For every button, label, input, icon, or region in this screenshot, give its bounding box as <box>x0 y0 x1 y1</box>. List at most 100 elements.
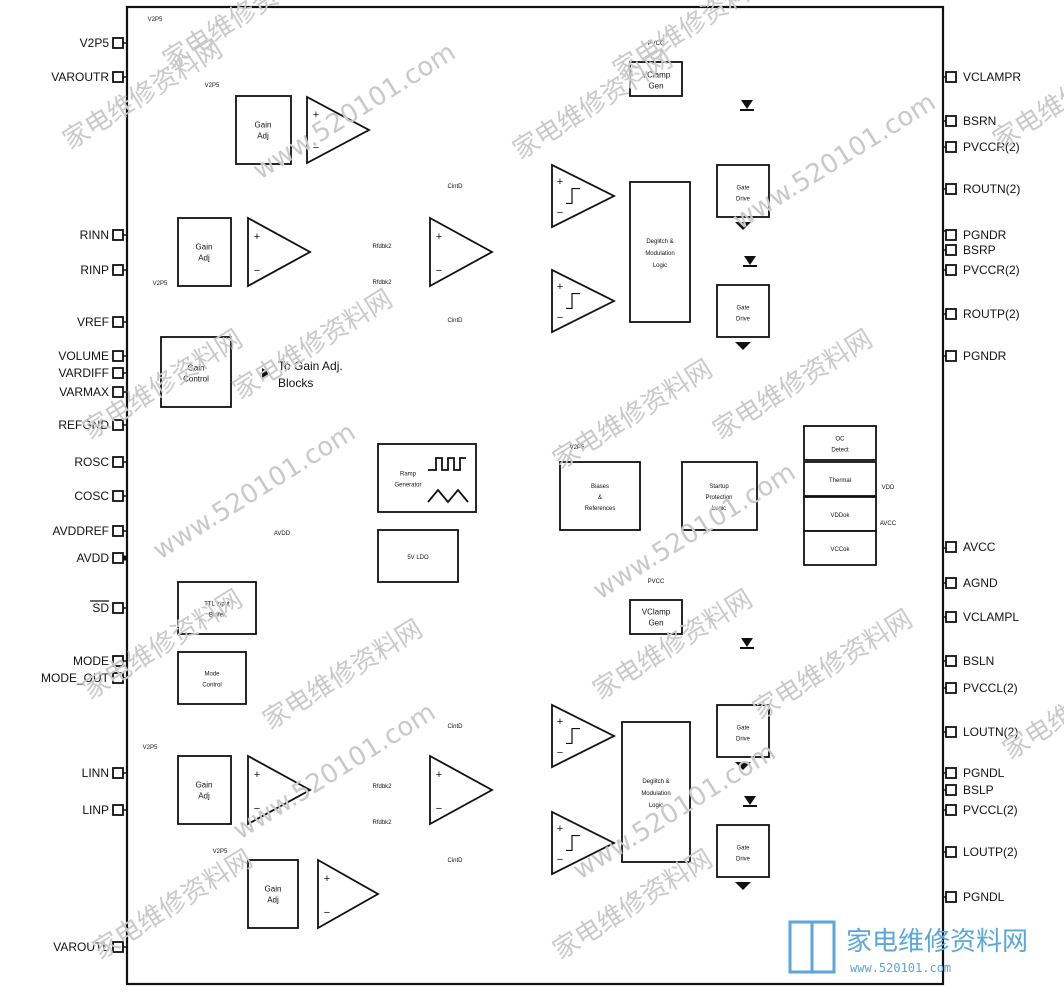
pin-vardiff <box>112 367 124 379</box>
pins: V2P5VAROUTRRINNRINPVREFVOLUMEVARDIFFVARM… <box>41 36 1021 954</box>
pin-linn <box>112 767 124 779</box>
pin-label-linp: LINP <box>82 803 109 817</box>
pin-right-label-9: AVCC <box>963 540 996 554</box>
comparator-l-top-hyst <box>566 727 580 745</box>
vdd-supply-label: VDD <box>882 485 895 491</box>
pin-label-rinn: RINN <box>80 228 109 242</box>
modulation-r-label: Logic <box>653 263 667 269</box>
vclamp-r-label: VClamp <box>642 71 671 80</box>
thermal-label: Thermal <box>829 478 851 484</box>
arrow-r-bot <box>735 342 751 350</box>
startup-logic <box>681 461 758 531</box>
pin-label-varoutr: VAROUTR <box>51 70 109 84</box>
thermal <box>803 461 877 497</box>
rfdbk-r-top-label: Rfdbk2 <box>372 244 392 250</box>
gate-drive-l-top <box>716 704 770 758</box>
gain-adj-r-top <box>235 95 292 165</box>
integrator-r-minus: − <box>436 265 442 277</box>
comparator-l-bot-minus: − <box>557 854 563 866</box>
pin-sd <box>112 602 124 614</box>
gain-adj-r-top-label: Adj <box>257 132 269 141</box>
gain-adj-l-label: Gain <box>196 781 213 790</box>
pin-label-rosc: ROSC <box>74 455 109 469</box>
gain-adj-r-label: Adj <box>198 254 210 263</box>
comparator-r-bot-hyst <box>566 292 580 310</box>
pin-right-label-4: PGNDR <box>963 228 1007 242</box>
pin-right-5 <box>945 244 957 256</box>
pin-v2p5 <box>112 37 124 49</box>
pin-right-label-13: PVCCL(2) <box>963 681 1018 695</box>
biases-references-label: & <box>598 495 602 501</box>
gate-drive-l-top-label: Drive <box>736 737 751 743</box>
gate-drive-l-top-label: Gate <box>736 726 750 732</box>
modulation-l-label: Modulation <box>641 791 670 797</box>
pin-linp <box>112 804 124 816</box>
vclamp-r <box>629 61 683 97</box>
opamp-r-in-minus: − <box>254 265 260 277</box>
modulation-l-label: Deglitch & <box>642 779 669 785</box>
mode-control-label: Mode <box>204 672 220 678</box>
pin-right-13 <box>945 682 957 694</box>
vclamp-r-label: Gen <box>648 82 663 91</box>
gain-control-arrow <box>262 368 270 378</box>
gate-drive-r-top-label: Drive <box>736 197 751 203</box>
pin-right-label-11: VCLAMPL <box>963 610 1019 624</box>
pin-label-linn: LINN <box>82 766 109 780</box>
arrow-l-bot <box>735 882 751 890</box>
pin-right-label-6: PVCCR(2) <box>963 263 1020 277</box>
comparator-r-bot-plus: + <box>557 281 563 293</box>
v2p5-supply-bias-label: V2P5 <box>570 445 585 451</box>
biases-references <box>559 461 641 531</box>
gain-adj-l-label: Adj <box>198 792 210 801</box>
comparator-l-bot <box>551 810 617 876</box>
square-wave-icon <box>428 457 466 471</box>
comparator-l-top-plus: + <box>557 716 563 728</box>
blocks: V2P5GainAdj+−V2P5GainAdj+−V2P5Rfdbk2Rfdb… <box>125 5 945 986</box>
modulation-r-label: Modulation <box>645 251 674 257</box>
cint-l-top-label: CintD <box>447 724 463 730</box>
gate-drive-r-top <box>716 164 770 218</box>
v2p5-supply-r-label: V2P5 <box>153 281 168 287</box>
triangle-wave-icon <box>427 488 469 504</box>
pin-volume <box>112 350 124 362</box>
ldo <box>377 529 459 583</box>
pin-right-18 <box>945 846 957 858</box>
pin-right-label-16: BSLP <box>963 783 994 797</box>
pin-right-label-17: PVCCL(2) <box>963 803 1018 817</box>
gain-control-note-2: Blocks <box>278 376 313 390</box>
pin-mode <box>112 655 124 667</box>
pin-vref <box>112 316 124 328</box>
gain-control <box>160 336 232 408</box>
modulation-r <box>629 181 691 323</box>
pin-label-vardiff: VARDIFF <box>59 366 109 380</box>
v2p5-supply-top-label: V2P5 <box>148 17 163 23</box>
logo-icon-2 <box>810 920 836 974</box>
modulation-l-label: Logic <box>649 803 663 809</box>
logo-url: www.520101.com <box>850 961 951 975</box>
pin-rosc <box>112 456 124 468</box>
rfdbk-l-bot-label: Rfdbk2 <box>372 820 392 826</box>
pin-label-mode: MODE <box>73 654 109 668</box>
opamp-r-top-minus: − <box>313 142 319 154</box>
opamp-l-in-minus: − <box>254 803 260 815</box>
opamp-r-top-plus: + <box>313 109 319 121</box>
rfdbk-r-bot-label: Rfdbk2 <box>372 280 392 286</box>
ttl-input-buffer-label: TTL Input <box>204 602 230 608</box>
pin-varoutr <box>112 71 124 83</box>
gain-adj-l-bot <box>247 859 299 929</box>
pin-right-3 <box>945 183 957 195</box>
ldo-label: 5V LDO <box>407 555 429 561</box>
gain-adj-l <box>177 755 232 825</box>
opamp-r-in-plus: + <box>254 231 260 243</box>
gate-drive-r-bot-label: Gate <box>736 306 750 312</box>
diode-bsln <box>741 638 753 647</box>
pin-right-16 <box>945 784 957 796</box>
pin-cosc <box>112 490 124 502</box>
opamp-l-in <box>247 754 312 826</box>
gain-control-label: Control <box>183 375 209 384</box>
pin-right-label-0: VCLAMPR <box>963 70 1021 84</box>
pin-right-14 <box>945 726 957 738</box>
integrator-l-plus: + <box>436 769 442 781</box>
ramp-generator-label: Ramp <box>400 472 417 478</box>
cint-r-top-label: CintD <box>447 184 463 190</box>
